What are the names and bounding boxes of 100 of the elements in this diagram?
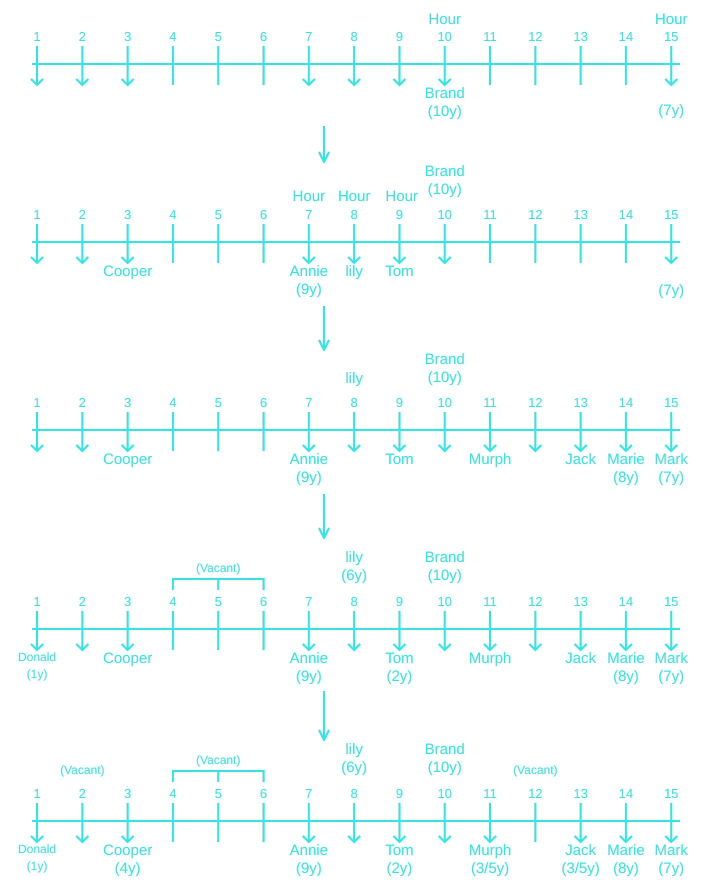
- axis-label: Hour: [654, 11, 688, 29]
- tick-number: 5: [214, 786, 222, 801]
- tick-number: 15: [664, 594, 678, 609]
- name-label: Tom (2y): [385, 842, 414, 878]
- name-label: Cooper (4y): [103, 842, 152, 878]
- tick-number: 7: [305, 207, 312, 222]
- tick-number: 9: [396, 594, 403, 609]
- tick-number: 2: [78, 594, 86, 609]
- vacant-label: (Vacant): [196, 753, 240, 767]
- tick-number: 5: [214, 594, 222, 609]
- tick-number: 11: [483, 395, 497, 410]
- tick-number: 15: [664, 29, 678, 44]
- tick-number: 5: [214, 207, 222, 222]
- tick-number: 12: [528, 207, 543, 222]
- tick-number: 7: [305, 29, 312, 44]
- name-label: Marie (8y): [607, 451, 645, 487]
- tick-number: 5: [214, 395, 222, 410]
- name-label: Tom (2y): [385, 650, 414, 686]
- arrow: [318, 126, 330, 163]
- tick-number: 13: [573, 786, 588, 801]
- tick-number: 12: [528, 786, 543, 801]
- tick-number: 10: [437, 786, 452, 801]
- name-label: (7y): [658, 282, 684, 300]
- tick-number: 10: [437, 395, 452, 410]
- name-label: Brand (10y): [424, 85, 465, 121]
- tick-number: 4: [169, 395, 176, 410]
- name-label: Brand (10y): [424, 163, 465, 199]
- name-label: Tom: [385, 263, 414, 281]
- tick-number: 6: [260, 207, 268, 222]
- name-label: (7y): [658, 102, 684, 120]
- tick-number: 4: [169, 594, 176, 609]
- tick-number: 14: [618, 29, 634, 44]
- name-label: Annie (9y): [290, 451, 328, 487]
- tick-number: 2: [78, 395, 86, 410]
- tick-number: 8: [350, 786, 358, 801]
- tick-number: 13: [573, 395, 588, 410]
- name-label: Annie (9y): [290, 650, 328, 686]
- name-label: Murph (3/5y): [468, 842, 512, 878]
- name-label: Mark (7y): [654, 451, 688, 487]
- vacant-label: (Vacant): [196, 561, 240, 575]
- tick-number: 9: [396, 29, 403, 44]
- arrow: [318, 494, 330, 539]
- tick-number: 6: [260, 395, 268, 410]
- name-label: Brand (10y): [424, 351, 465, 387]
- tick-number: 13: [573, 594, 588, 609]
- tick-number: 6: [260, 786, 268, 801]
- tick-number: 4: [169, 29, 176, 44]
- tick-number: 9: [396, 207, 403, 222]
- arrow: [318, 691, 330, 741]
- name-label: Marie (8y): [607, 650, 645, 686]
- name-label: Donald (1y): [18, 841, 56, 875]
- tick-number: 9: [396, 786, 403, 801]
- tick-number: 3: [124, 207, 132, 222]
- tick-number: 13: [573, 207, 588, 222]
- tick-number: 3: [124, 29, 132, 44]
- tick-number: 7: [305, 395, 312, 410]
- tick-number: 1: [33, 594, 41, 609]
- tick-number: 14: [618, 207, 634, 222]
- tick-number: 11: [483, 29, 497, 44]
- name-label: Cooper: [103, 451, 152, 469]
- tick-number: 1: [33, 786, 41, 801]
- axis-label: Hour: [292, 188, 326, 206]
- tick-number: 14: [618, 786, 634, 801]
- name-label: Mark (7y): [654, 842, 688, 878]
- tick-number: 11: [483, 207, 497, 222]
- tick-number: 15: [664, 207, 678, 222]
- tick-number: 11: [483, 594, 497, 609]
- tick-number: 2: [78, 786, 86, 801]
- name-label: Murph: [468, 650, 512, 668]
- name-label: Marie (8y): [607, 842, 645, 878]
- tick-number: 8: [350, 395, 358, 410]
- axis-label: Hour: [385, 188, 418, 206]
- tick-number: 15: [664, 786, 678, 801]
- tick-number: 1: [33, 207, 41, 222]
- tick-number: 12: [528, 594, 543, 609]
- name-label: Donald (1y): [18, 649, 56, 683]
- name-label: Cooper: [103, 263, 152, 281]
- tick-number: 2: [78, 207, 86, 222]
- tick-number: 9: [396, 395, 403, 410]
- name-label: Annie (9y): [290, 263, 328, 299]
- name-label: Annie (9y): [290, 842, 328, 878]
- tick-number: 4: [169, 786, 176, 801]
- name-label: Jack: [565, 650, 596, 668]
- vacant-label: (Vacant): [60, 763, 105, 777]
- arrow: [318, 306, 330, 351]
- axis-label: Hour: [338, 188, 370, 206]
- tick-number: 3: [124, 786, 132, 801]
- name-label: Tom: [385, 451, 414, 469]
- name-label: Murph: [468, 451, 512, 469]
- tick-number: 10: [437, 207, 452, 222]
- tick-number: 14: [618, 594, 634, 609]
- name-label: Brand (10y): [424, 549, 465, 585]
- name-label: Jack: [565, 451, 596, 469]
- name-label: lily: [345, 263, 363, 281]
- tick-number: 1: [33, 395, 41, 410]
- tick-number: 3: [124, 594, 132, 609]
- tick-number: 2: [78, 29, 86, 44]
- tick-number: 8: [350, 594, 358, 609]
- name-label: lily: [345, 370, 363, 388]
- vacant-label: (Vacant): [513, 763, 558, 777]
